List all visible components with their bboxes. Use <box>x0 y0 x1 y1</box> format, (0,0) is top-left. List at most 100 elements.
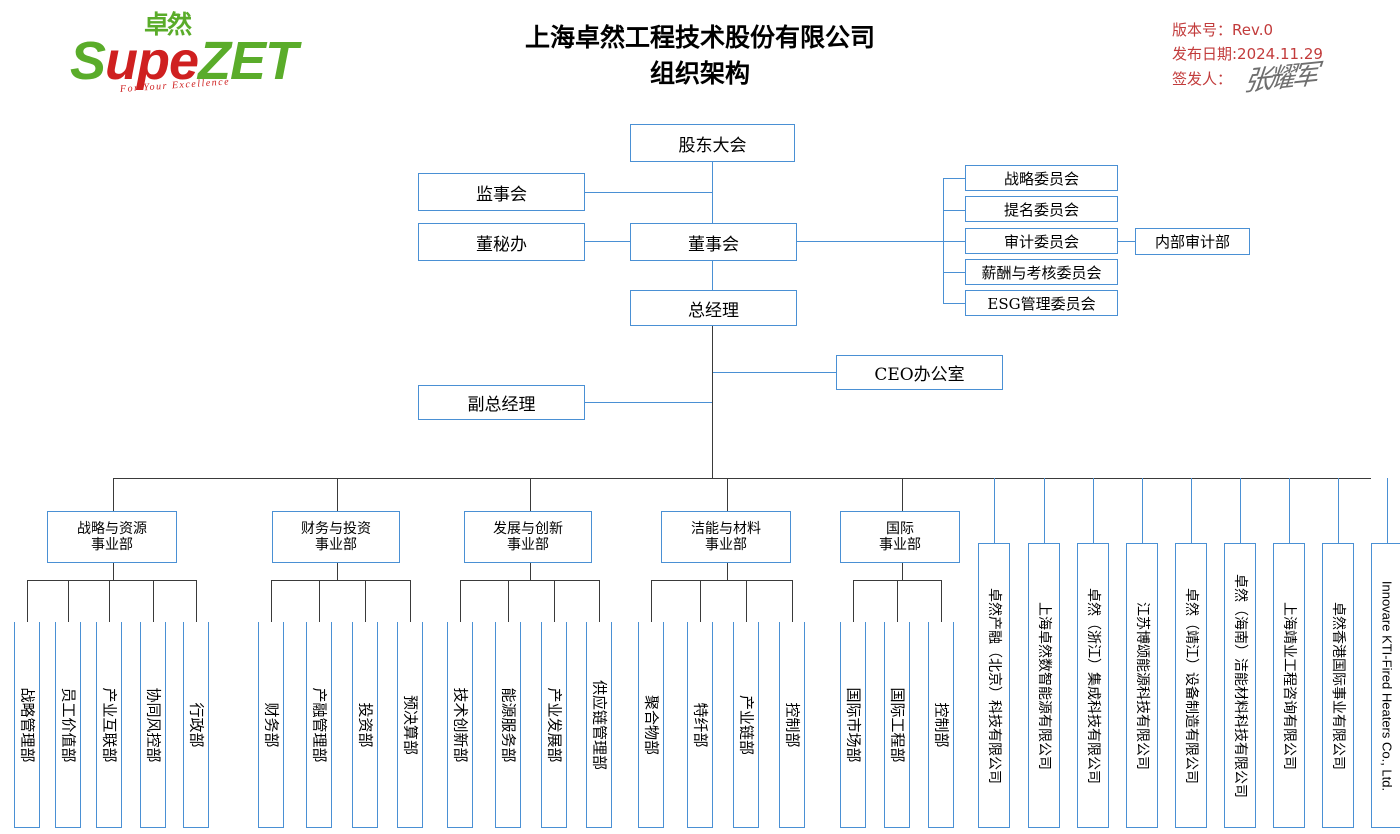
department-label: 国际市场部 <box>844 686 863 763</box>
connector-dept-bus-to-dept <box>941 580 943 622</box>
node-supervisory-board[interactable]: 监事会 <box>418 173 585 211</box>
node-subsidiary[interactable]: 卓然（海南）洁能材料科技有限公司 <box>1224 543 1256 828</box>
connector-division-to-dept-bus <box>902 563 904 580</box>
department-label: 聚合物部 <box>642 694 661 755</box>
connector-committee-1 <box>943 178 965 180</box>
node-department[interactable]: 投资部 <box>352 622 378 828</box>
connector-dept-bus-to-dept <box>508 580 510 622</box>
node-label: 股东大会 <box>678 135 747 156</box>
department-label: 投资部 <box>356 701 375 748</box>
node-label: 内部审计部 <box>1154 233 1230 251</box>
node-department[interactable]: 员工价值部 <box>55 622 81 828</box>
node-committee-3[interactable]: 审计委员会 <box>965 228 1118 254</box>
node-department[interactable]: 国际工程部 <box>884 622 910 828</box>
department-label: 产业发展部 <box>545 686 564 763</box>
department-label: 技术创新部 <box>451 686 470 763</box>
connector-gm-to-ceo-office <box>712 372 836 374</box>
connector-dept-bus-to-dept <box>897 580 899 622</box>
node-committee-2[interactable]: 提名委员会 <box>965 196 1118 222</box>
node-department[interactable]: 协同风控部 <box>140 622 166 828</box>
node-department[interactable]: 预决算部 <box>397 622 423 828</box>
subsidiary-label: 卓然香港国际事业有限公司 <box>1330 601 1346 770</box>
node-division-5[interactable]: 国际事业部 <box>840 511 960 563</box>
node-department[interactable]: 财务部 <box>258 622 284 828</box>
company-logo: 卓然 SupeZET For Your Excellence <box>62 8 312 100</box>
node-department[interactable]: 控制部 <box>928 622 954 828</box>
node-internal-audit-dept[interactable]: 内部审计部 <box>1135 228 1250 255</box>
subsidiary-label: Innovare KTI-Fired Heaters Co., Ltd. <box>1379 580 1395 791</box>
department-label: 特纤部 <box>691 701 710 748</box>
division-label-line2: 事业部 <box>879 537 921 553</box>
node-subsidiary[interactable]: 上海靖业工程咨询有限公司 <box>1273 543 1305 828</box>
node-board-of-directors[interactable]: 董事会 <box>630 223 797 261</box>
node-department[interactable]: 供应链管理部 <box>586 622 612 828</box>
release-date-label: 发布日期:2024.11.29 <box>1172 45 1323 64</box>
issuer-row: 签发人： 张耀军 <box>1172 59 1382 97</box>
subsidiary-label: 卓然产融（北京）科技有限公司 <box>986 587 1002 784</box>
node-department[interactable]: 战略管理部 <box>14 622 40 828</box>
node-general-manager[interactable]: 总经理 <box>630 290 797 326</box>
node-division-2[interactable]: 财务与投资事业部 <box>272 511 400 563</box>
node-subsidiary[interactable]: 卓然（靖江）设备制造有限公司 <box>1175 543 1207 828</box>
connector-dept-bus-to-dept <box>746 580 748 622</box>
node-division-3[interactable]: 发展与创新事业部 <box>464 511 592 563</box>
page-title-line1: 上海卓然工程技术股份有限公司 <box>524 23 875 52</box>
node-deputy-general-manager[interactable]: 副总经理 <box>418 385 585 420</box>
node-department[interactable]: 聚合物部 <box>638 622 664 828</box>
connector-board-to-gm <box>712 259 714 291</box>
node-department[interactable]: 产业发展部 <box>541 622 567 828</box>
node-division-4[interactable]: 洁能与材料事业部 <box>661 511 791 563</box>
division-label-line2: 事业部 <box>705 537 747 553</box>
connector-trunk-to-subsidiary <box>1289 478 1291 543</box>
node-shareholders-meeting[interactable]: 股东大会 <box>630 124 795 162</box>
node-board-secretary-office[interactable]: 董秘办 <box>418 223 585 261</box>
node-committee-1[interactable]: 战略委员会 <box>965 165 1118 191</box>
node-department[interactable]: 产业链部 <box>733 622 759 828</box>
node-department[interactable]: 控制部 <box>779 622 805 828</box>
node-department[interactable]: 国际市场部 <box>840 622 866 828</box>
node-committee-5[interactable]: ESG管理委员会 <box>965 290 1118 316</box>
node-ceo-office[interactable]: CEO办公室 <box>836 355 1003 390</box>
node-subsidiary[interactable]: 卓然产融（北京）科技有限公司 <box>978 543 1010 828</box>
node-label: CEO办公室 <box>874 365 965 385</box>
dept-bus-horizontal <box>460 580 599 582</box>
node-department[interactable]: 行政部 <box>183 622 209 828</box>
node-label: 总经理 <box>688 300 739 321</box>
node-subsidiary[interactable]: 卓然香港国际事业有限公司 <box>1322 543 1354 828</box>
node-label: 薪酬与考核委员会 <box>981 263 1102 282</box>
connector-audit-to-internal-audit <box>1118 241 1136 243</box>
node-subsidiary[interactable]: 卓然（浙江）集成科技有限公司 <box>1077 543 1109 828</box>
department-label: 控制部 <box>932 701 951 748</box>
connector-division-to-dept-bus <box>530 563 532 580</box>
division-label-line1: 发展与创新 <box>493 520 563 537</box>
node-division-1[interactable]: 战略与资源事业部 <box>47 511 177 563</box>
subsidiary-label: 卓然（靖江）设备制造有限公司 <box>1183 587 1199 784</box>
logo-wordmark: SupeZET <box>70 34 298 88</box>
node-department[interactable]: 特纤部 <box>687 622 713 828</box>
connector-division-to-dept-bus <box>113 563 115 580</box>
node-department[interactable]: 产业互联部 <box>96 622 122 828</box>
connector-trunk-to-subsidiary <box>1142 478 1144 543</box>
node-subsidiary[interactable]: Innovare KTI-Fired Heaters Co., Ltd. <box>1371 543 1400 828</box>
department-label: 员工价值部 <box>59 686 78 763</box>
subsidiary-label: 上海靖业工程咨询有限公司 <box>1281 601 1297 770</box>
node-subsidiary[interactable]: 江苏博颂能源科技有限公司 <box>1126 543 1158 828</box>
node-department[interactable]: 能源服务部 <box>495 622 521 828</box>
connector-trunk-to-division <box>530 478 532 511</box>
department-label: 预决算部 <box>401 694 420 755</box>
connector-gm-to-deputy <box>585 402 713 404</box>
node-department[interactable]: 产融管理部 <box>306 622 332 828</box>
version-label: 版本号：Rev.0 <box>1172 21 1274 39</box>
connector-dept-bus-to-dept <box>319 580 321 622</box>
connector-dept-bus-to-dept <box>460 580 462 622</box>
department-label: 国际工程部 <box>888 686 907 763</box>
connector-dept-bus-to-dept <box>27 580 29 622</box>
node-department[interactable]: 技术创新部 <box>447 622 473 828</box>
issuer-label: 签发人： <box>1172 69 1233 88</box>
node-subsidiary[interactable]: 上海卓然数智能源有限公司 <box>1028 543 1060 828</box>
node-committee-4[interactable]: 薪酬与考核委员会 <box>965 259 1118 285</box>
department-label: 产融管理部 <box>310 686 329 763</box>
dept-bus-horizontal <box>651 580 792 582</box>
subsidiary-label: 上海卓然数智能源有限公司 <box>1036 601 1052 770</box>
connector-dept-bus-to-dept <box>196 580 198 622</box>
